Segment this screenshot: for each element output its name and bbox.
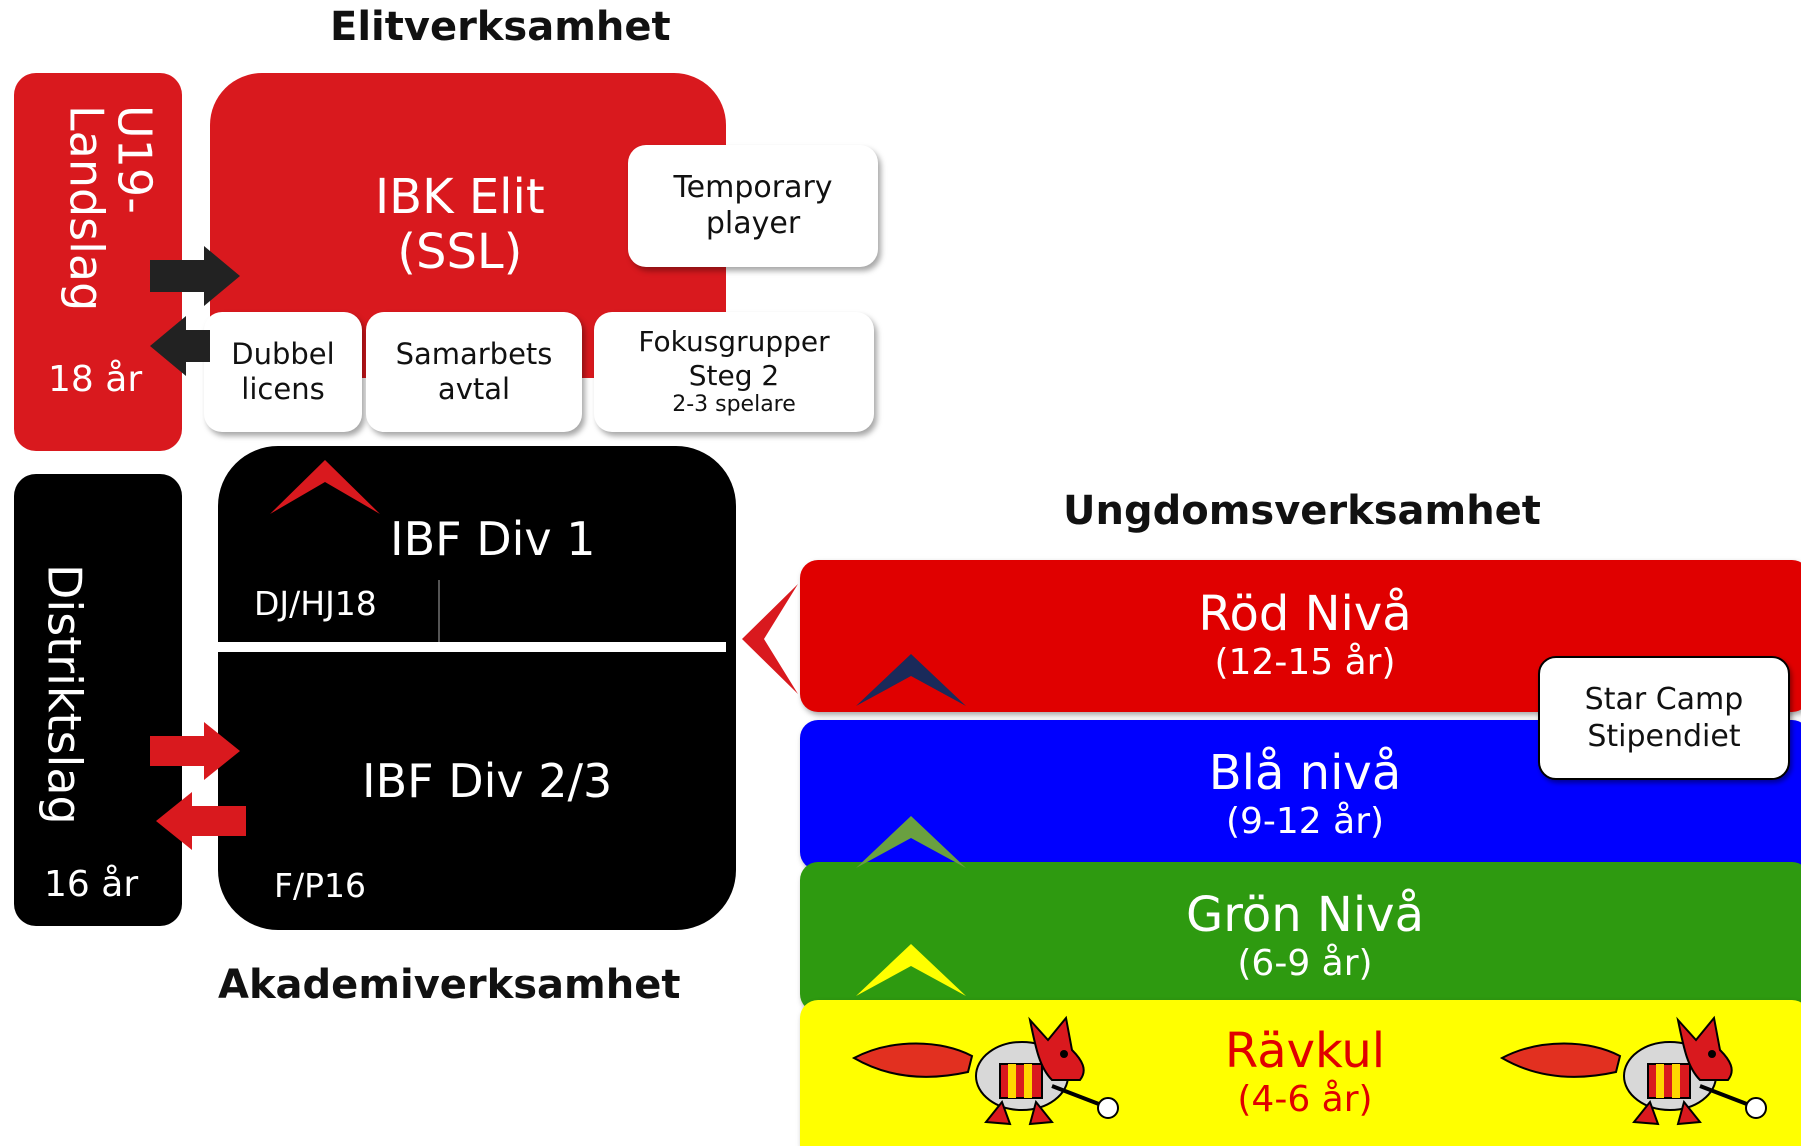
distriktslag-box: Distriktslag 16 år — [14, 474, 182, 926]
chevron-up-icon — [270, 460, 380, 514]
arrow-left-elit-to-u19 — [150, 316, 210, 376]
arrow-right-u19-to-elit — [150, 246, 240, 306]
ibk-elit-title: IBK Elit (SSL) — [375, 169, 545, 281]
level-ravkul-ages: (4-6 år) — [1237, 1078, 1373, 1120]
dubbel-licens-label: Dubbel licens — [231, 337, 335, 406]
fokusgrupper-sub: 2-3 spelare — [672, 392, 796, 418]
star-camp-label: Star Camp Stipendiet — [1584, 681, 1744, 755]
distriktslag-title: Distriktslag — [37, 564, 92, 825]
fox-mascot-icon — [851, 1015, 1119, 1126]
heading-ungdomsverksamhet: Ungdomsverksamhet — [1063, 488, 1541, 534]
level-gron-name: Grön Nivå — [1186, 887, 1424, 943]
samarbets-avtal-label: Samarbets avtal — [395, 337, 553, 406]
heading-akademiverksamhet: Akademiverksamhet — [218, 962, 681, 1008]
arrow-icon — [150, 722, 240, 780]
temporary-player-label: Temporary player — [673, 170, 833, 241]
div23-sub: F/P16 — [274, 866, 366, 905]
u19-age: 18 år — [48, 359, 143, 400]
level-bla-name: Blå nivå — [1208, 745, 1402, 801]
div1-vertical-divider — [438, 580, 440, 642]
level-band-bla: Blå nivå (9-12 år) — [800, 720, 1801, 870]
chevron-up-icon — [856, 654, 966, 706]
chevron-up-icon — [856, 944, 966, 996]
level-rod-name: Röd Nivå — [1198, 586, 1412, 642]
arrow-right-distrikt-to-div23 — [150, 722, 240, 780]
div-separator — [218, 642, 726, 652]
distriktslag-age: 16 år — [44, 864, 139, 905]
fokusgrupper-card: Fokusgrupper Steg 2 2-3 spelare — [594, 312, 874, 432]
chevron-left-icon — [742, 584, 798, 694]
chevron-up-icon — [856, 816, 966, 868]
div1-sub: DJ/HJ18 — [254, 584, 377, 623]
div23-title: IBF Div 2/3 — [362, 754, 613, 808]
dubbel-licens-card: Dubbel licens — [204, 312, 362, 432]
arrow-icon — [150, 316, 210, 376]
ibf-block: IBF Div 1 DJ/HJ18 IBF Div 2/3 F/P16 — [218, 446, 736, 930]
samarbets-avtal-card: Samarbets avtal — [366, 312, 582, 432]
u19-landslag-title: U19- Landslag — [59, 105, 162, 312]
level-gron-ages: (6-9 år) — [1237, 942, 1373, 984]
heading-elitverksamhet: Elitverksamhet — [330, 4, 671, 50]
div1-title: IBF Div 1 — [390, 512, 596, 566]
level-ravkul-name: Rävkul — [1224, 1023, 1386, 1079]
level-band-gron: Grön Nivå (6-9 år) — [800, 862, 1801, 1012]
star-camp-card: Star Camp Stipendiet — [1538, 656, 1790, 780]
arrow-left-div23-to-distrikt — [156, 792, 246, 850]
fokusgrupper-label: Fokusgrupper Steg 2 — [638, 325, 830, 392]
level-rod-ages: (12-15 år) — [1214, 641, 1396, 683]
fox-mascot-icon — [1499, 1015, 1767, 1126]
level-bla-ages: (9-12 år) — [1225, 800, 1385, 842]
arrow-icon — [156, 792, 246, 850]
arrow-icon — [150, 246, 240, 306]
temporary-player-card: Temporary player — [628, 145, 878, 267]
